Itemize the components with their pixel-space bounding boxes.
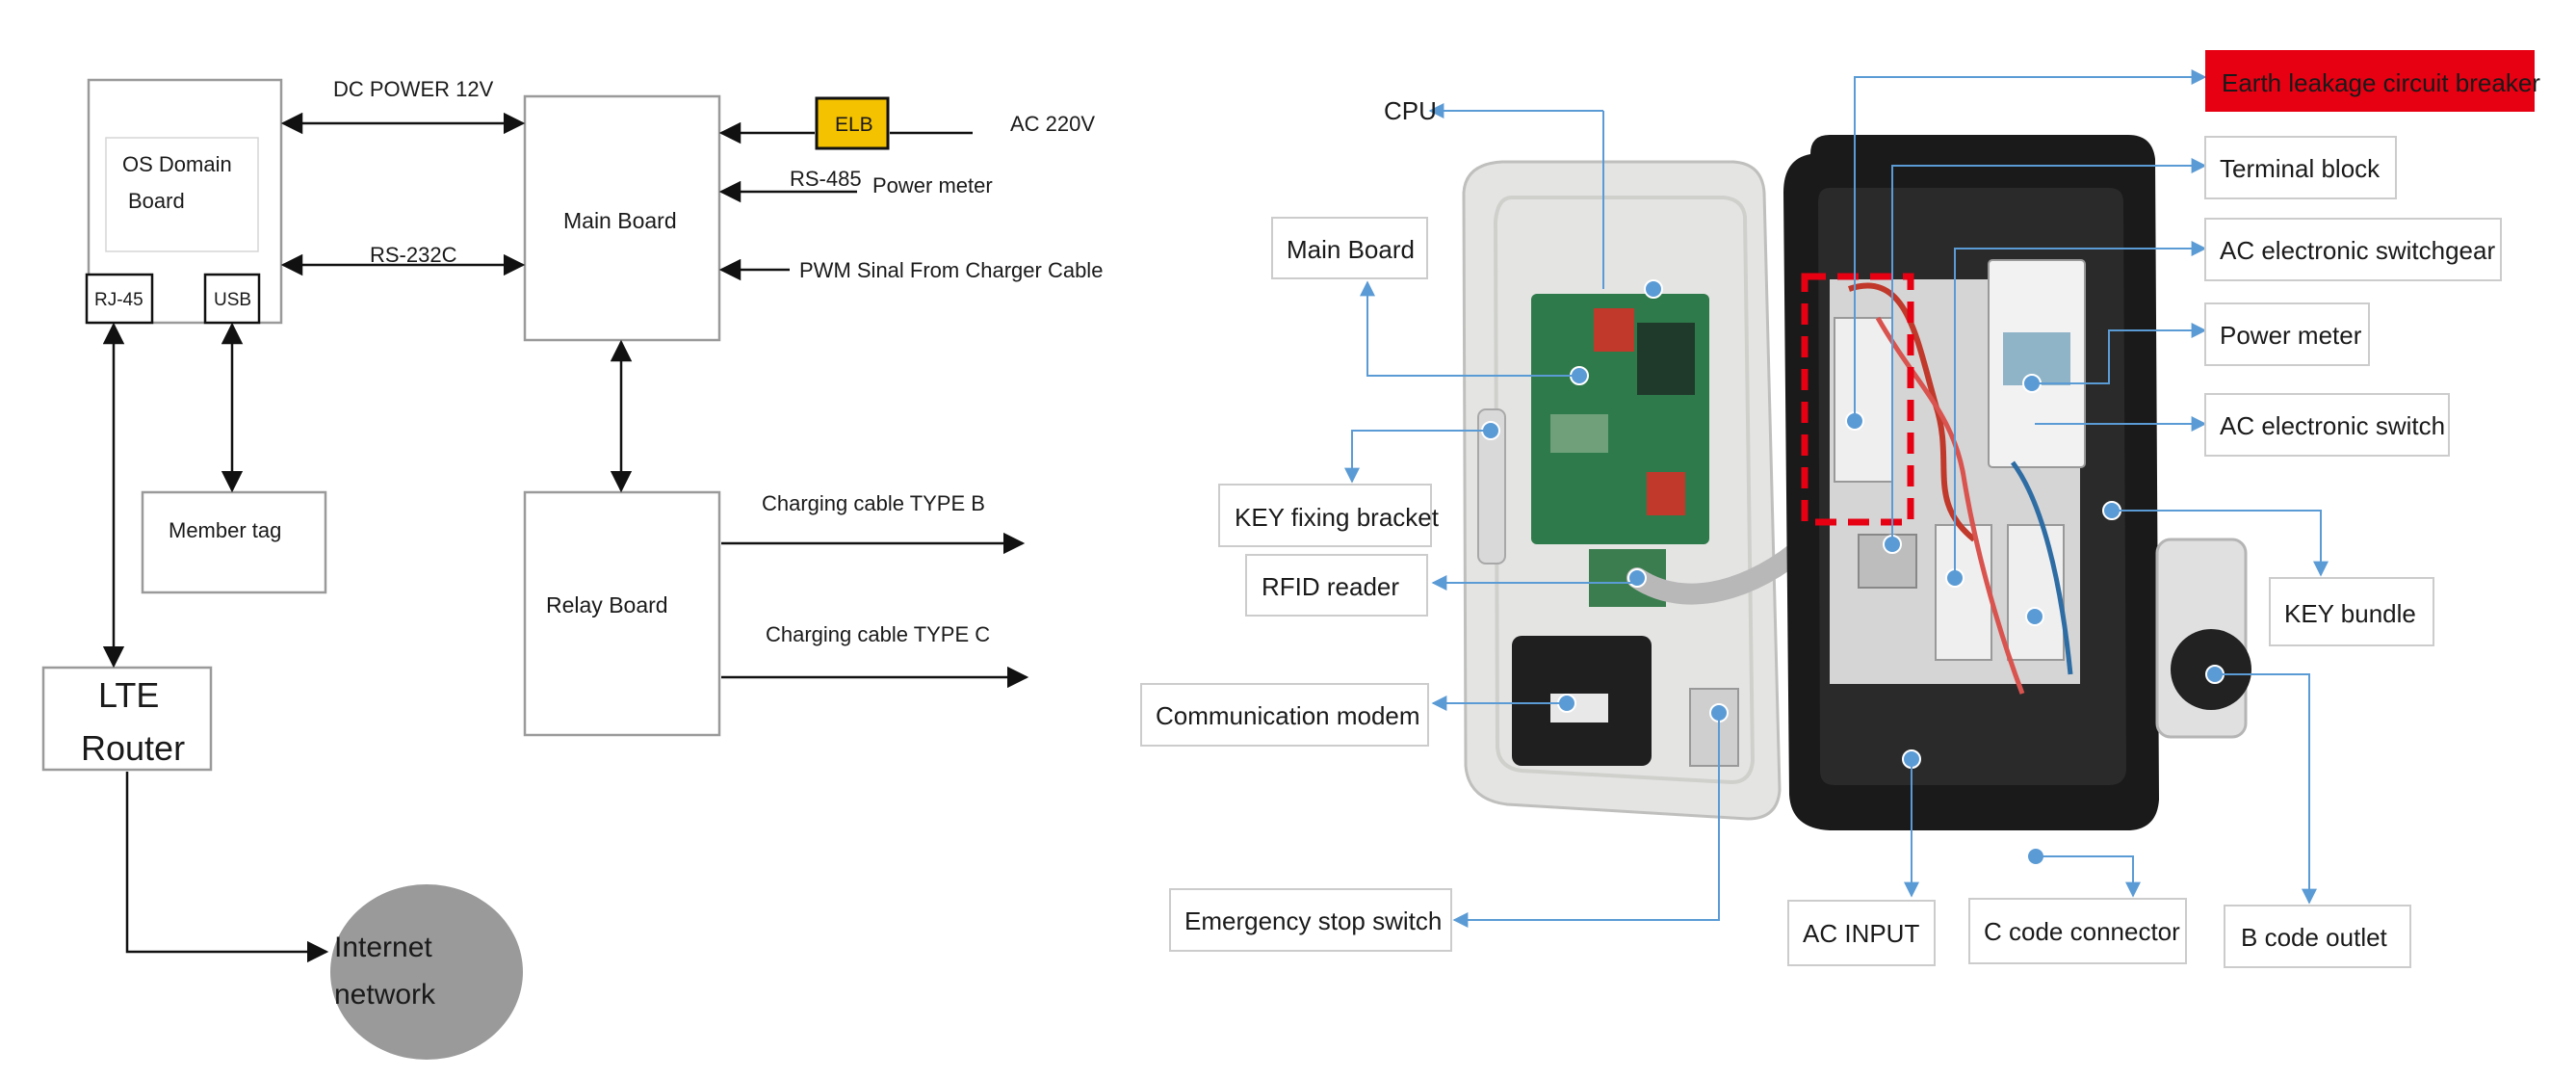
key-bundle-callout-box [2269,577,2434,646]
b-code-callout-box [2224,905,2411,968]
key-bracket-callout-box [1218,484,1432,547]
main-board-label: Main Board [563,208,677,233]
usb-label: USB [214,290,251,310]
os-board-title-1: OS Domain [122,152,232,176]
power-meter-link-label: Power meter [872,173,993,197]
internet-label-1: Internet [334,932,432,963]
door-pcb-chip [1594,308,1634,352]
modem-callout: Communication modem [1156,701,1420,730]
door-pcb-component-2 [1647,472,1685,515]
key-bracket-leader [1344,430,1491,484]
elb-label: ELB [835,114,873,136]
key-bundle-leader [2112,510,2329,577]
elb-leader [1854,69,2207,421]
rfid-callout: RFID reader [1262,572,1399,601]
switchgear-leader [1954,241,2207,578]
power-meter-callout: Power meter [2220,321,2362,350]
main-board-callout-box [1271,217,1428,279]
ac220-label: AC 220V [1010,112,1095,136]
lte-router-label-2: Router [81,728,185,768]
ac-input-callout: AC INPUT [1803,919,1919,948]
elb-callout-box [2205,50,2535,112]
key-bracket-callout: KEY fixing bracket [1235,503,1440,532]
door-pcb-component-1 [1550,414,1608,453]
power-meter-leader [2032,323,2207,384]
ac-switch-callout: AC electronic switch [2220,411,2445,440]
emergency-stop-unit [1689,688,1739,767]
elb-unit [1834,317,1893,483]
dc-power-label: DC POWER 12V [333,77,494,101]
ac-switch-callout-box [2204,393,2450,457]
member-tag-box [141,490,327,594]
rs232-label: RS-232C [370,243,457,267]
elb-callout: Earth leakage circuit breaker [2222,68,2540,97]
connectors [102,112,1029,963]
key-bracket [1477,408,1506,565]
modem-callout-box [1140,683,1429,747]
cable-c-label: Charging cable TYPE C [766,622,990,646]
main-board-callout: Main Board [1287,235,1415,264]
blue-wiring [2010,460,2073,675]
elb-highlight-box [1801,273,1914,526]
os-board-title-2: Board [128,189,185,213]
b-code-callout: B code outlet [2241,923,2388,952]
estop-leader [1452,713,1720,928]
relay-board-box [523,490,721,737]
rs485-label: RS-485 [790,167,862,191]
lte-router-label-1: LTE [98,675,159,715]
lte-internet-line [125,772,329,963]
rj45-label: RJ-45 [94,290,143,310]
power-meter-callout-box [2204,302,2370,366]
lte-router-box [41,666,213,772]
callout-labels: CPU Main Board KEY fixing bracket RFID r… [1140,50,2540,968]
c-code-callout-box [1968,898,2187,964]
pwm-label: PWM Sinal From Charger Cable [799,258,1103,282]
ac-switch-2 [2007,524,2065,661]
main-board-leader [1360,280,1579,377]
rfid-callout-box [1245,554,1428,617]
ac-switch-1 [1935,524,1992,661]
elb-box [815,96,890,150]
switchgear-callout: AC electronic switchgear [2220,236,2495,265]
internet-network [330,884,523,1060]
c-code-leader [2036,855,2141,898]
terminal-block-leader [1891,158,2207,544]
switchgear-callout-box [2204,218,2502,281]
block-diagram: OS Domain Board RJ-45 USB Main Board Rel… [41,77,1103,1060]
red-wiring-2 [1875,316,2025,695]
ac-input-callout-box [1787,900,1936,966]
main-board-box [523,94,721,342]
key-bundle-callout: KEY bundle [2284,599,2416,628]
member-tag-label: Member tag [169,518,281,542]
door-pcb-block [1637,323,1695,395]
c-code-callout: C code connector [1984,917,2180,946]
door-inner-frame [1493,196,1756,785]
cpu-label: CPU [1384,96,1437,125]
charger-photo [1462,135,2251,866]
cable-b-label: Charging cable TYPE B [762,491,985,515]
usb-port [203,273,261,325]
relay-board-label: Relay Board [546,592,668,617]
callout-lines [1344,69,2329,928]
terminal-block-callout-box [2204,136,2397,199]
estop-callout: Emergency stop switch [1184,906,1442,935]
internet-label-2: network [334,979,436,1011]
b-code-leader [2215,673,2317,905]
terminal-block-callout: Terminal block [2220,154,2381,183]
estop-callout-box [1169,888,1452,952]
os-domain-board-inner [105,137,259,252]
